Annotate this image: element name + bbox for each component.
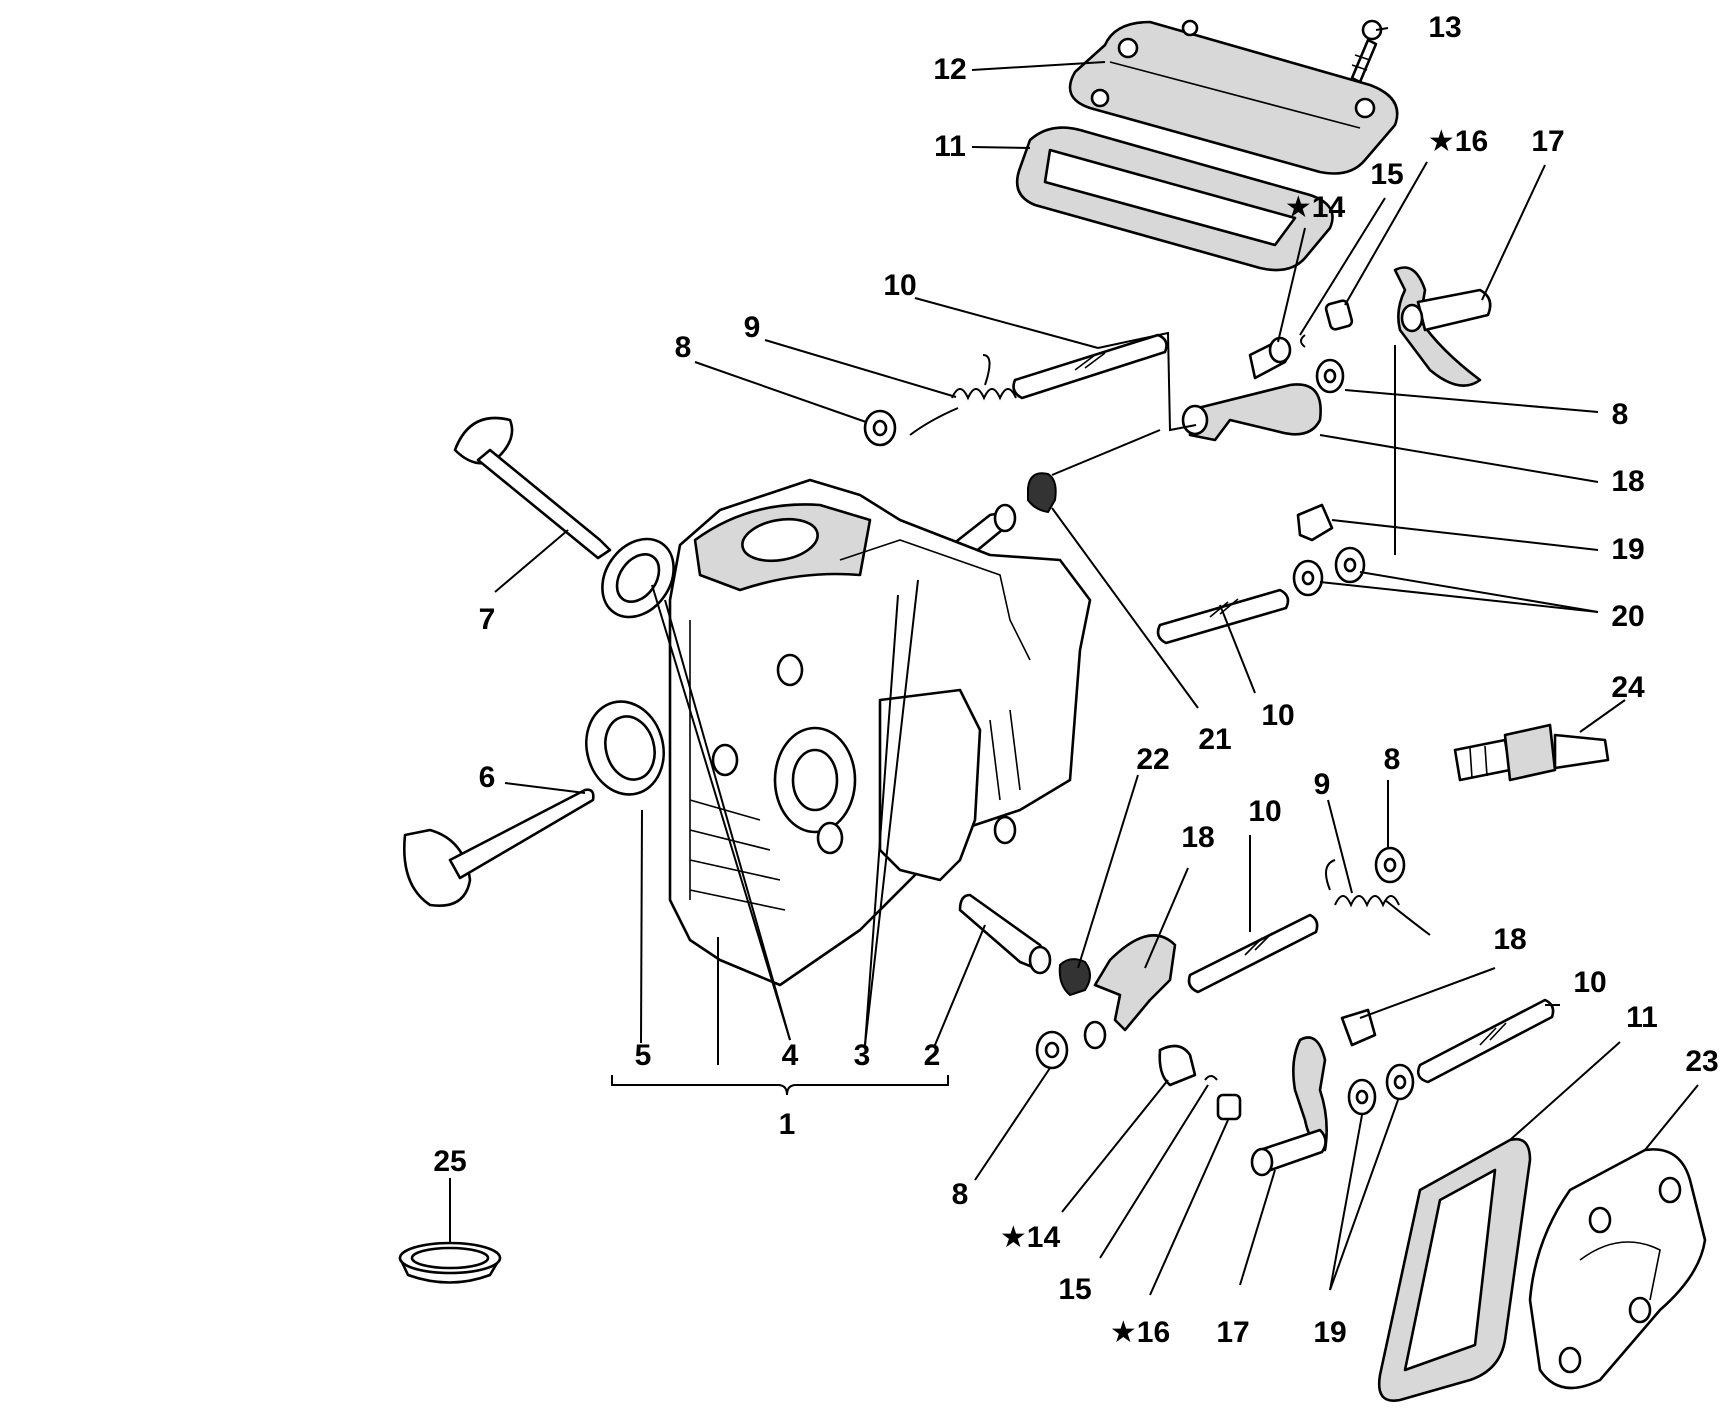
callout-19: 19 <box>1611 533 1645 566</box>
callout-15: 15 <box>1370 158 1404 191</box>
callout-4: 4 <box>781 1039 799 1072</box>
cover-gasket-lower <box>1377 1137 1532 1402</box>
callout-18: 18 <box>1181 821 1215 854</box>
spark-plug <box>1453 723 1610 782</box>
callout-11: 11 <box>1626 1001 1658 1034</box>
clip-upper <box>1300 334 1306 348</box>
washer-lower-right <box>1374 846 1406 884</box>
pad-upper <box>1324 299 1354 331</box>
valve-guide-lower <box>958 893 1052 975</box>
callout-17: 17 <box>1216 1316 1250 1349</box>
rocker-shaft-lower-left <box>1187 913 1319 994</box>
callout-14: ★14 <box>1284 191 1346 224</box>
callout-5: 5 <box>634 1039 652 1072</box>
collet-upper <box>1296 503 1334 542</box>
valve-lower <box>403 788 595 908</box>
callout-3: 3 <box>853 1039 871 1072</box>
cover-gasket-top <box>1015 126 1334 272</box>
bush-upper <box>1248 336 1292 380</box>
oil-seal-cap-upper <box>1027 472 1057 514</box>
callout-10: 10 <box>1248 795 1282 828</box>
callout-2: 2 <box>923 1039 941 1072</box>
cover-lower <box>1528 1148 1707 1390</box>
closing-rocker-upper <box>1393 266 1492 387</box>
seal-ring-lower <box>585 700 665 796</box>
shim-washers-lower <box>1347 1063 1415 1116</box>
bush-lower <box>1158 1044 1197 1087</box>
callout-9: 9 <box>743 311 761 344</box>
cup-plug <box>398 1241 502 1284</box>
callout-16: ★16 <box>1109 1316 1171 1349</box>
washer-upper-left <box>863 409 897 447</box>
callout-25: 25 <box>433 1145 467 1178</box>
rocker-arm-upper <box>1181 383 1322 442</box>
callout-16: ★16 <box>1427 125 1489 158</box>
callout-1: 1 <box>778 1108 796 1141</box>
rocker-shaft-lower-right <box>1416 998 1555 1084</box>
callout-21: 21 <box>1198 723 1232 756</box>
callout-23: 23 <box>1685 1045 1719 1078</box>
callout-10: 10 <box>1573 966 1607 999</box>
leader-lines <box>449 27 1699 1296</box>
rocker-spring-upper <box>909 354 1017 436</box>
callout-9: 9 <box>1313 768 1331 801</box>
callout-7: 7 <box>478 603 496 636</box>
callout-6: 6 <box>478 761 496 794</box>
shim-washers <box>1292 546 1366 597</box>
callout-10: 10 <box>1261 699 1295 732</box>
callout-22: 22 <box>1136 743 1170 776</box>
callout-15: 15 <box>1058 1273 1092 1306</box>
callout-11: 11 <box>934 130 966 163</box>
rocker-shaft-upper <box>1012 333 1168 400</box>
oil-seal-cap-lower <box>1058 958 1091 997</box>
callout-12: 12 <box>933 53 967 86</box>
rocker-arm-lower <box>1083 934 1177 1050</box>
callout-19: 19 <box>1313 1316 1347 1349</box>
closing-rocker-lower <box>1250 1036 1328 1177</box>
callout-24: 24 <box>1611 671 1645 704</box>
callout-18: 18 <box>1493 923 1527 956</box>
rocker-shaft-middle <box>1156 588 1290 645</box>
cover-bolt <box>1350 19 1383 84</box>
cylinder-head <box>668 478 1092 987</box>
pad-lower <box>1216 1093 1242 1121</box>
callout-8: 8 <box>1611 398 1629 431</box>
callout-17: 17 <box>1531 125 1565 158</box>
clip-lower <box>1204 1075 1218 1081</box>
valve-cover <box>1068 19 1399 175</box>
collet-lower <box>1340 1008 1377 1047</box>
valve-upper <box>453 416 612 560</box>
callout-14: ★14 <box>999 1221 1061 1254</box>
callout-8: 8 <box>951 1178 969 1211</box>
callout-13: 13 <box>1428 11 1462 44</box>
rocker-spring-lower <box>1325 859 1431 936</box>
callout-10: 10 <box>883 269 917 302</box>
callout-20: 20 <box>1611 600 1645 633</box>
washer-upper-right <box>1315 358 1345 394</box>
washer-lower-left <box>1035 1030 1069 1070</box>
callout-18: 18 <box>1611 465 1645 498</box>
callout-8: 8 <box>1383 743 1401 776</box>
callout-8: 8 <box>674 331 692 364</box>
